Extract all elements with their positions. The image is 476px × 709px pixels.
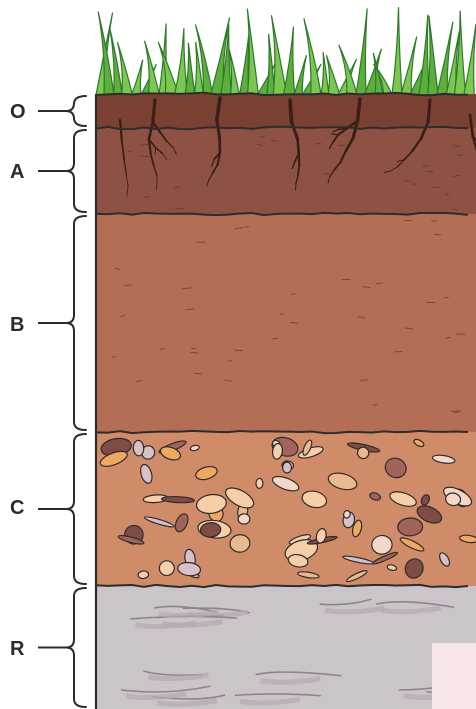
- corner-highlight: [432, 643, 476, 709]
- horizon-label-c: C: [10, 497, 24, 519]
- horizon-b-layer: [96, 214, 476, 432]
- horizon-label-b: B: [10, 314, 24, 336]
- horizon-label-o: O: [10, 101, 26, 123]
- horizon-r-layer: [96, 586, 476, 709]
- horizon-label-r: R: [10, 638, 25, 660]
- horizon-label-a: A: [10, 161, 24, 183]
- grass-icon: [96, 7, 476, 96]
- horizon-brackets: [38, 96, 86, 707]
